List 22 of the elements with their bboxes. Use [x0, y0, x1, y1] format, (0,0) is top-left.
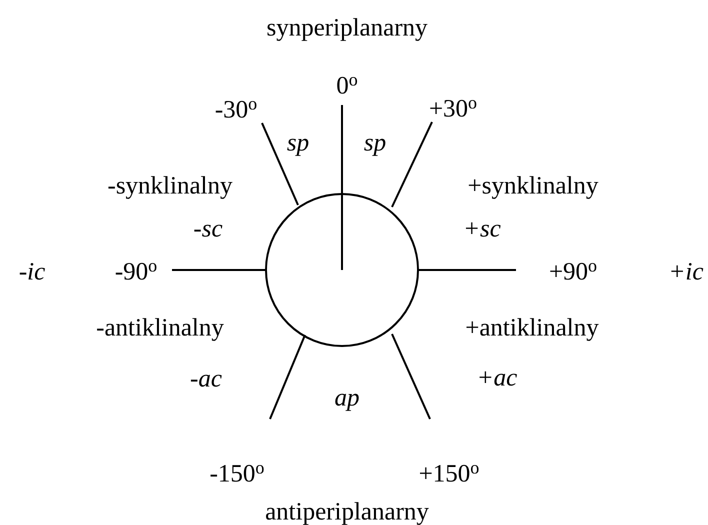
region-abbreviation: -ac	[190, 366, 222, 392]
region-abbreviation: sp	[364, 130, 386, 156]
region-name: antiperiplanarny	[265, 500, 429, 524]
region-abbreviation: +ic	[668, 260, 704, 284]
region-abbreviation: ap	[334, 386, 360, 410]
angle-label: -150$^{o}$	[210, 462, 264, 486]
angle-label: -30$^{o}$	[214, 98, 258, 122]
angle-label: 0$^{o}$	[336, 74, 358, 98]
region-name: +synklinalny	[468, 174, 598, 198]
region-abbreviation: sp	[286, 130, 310, 156]
angle-label: +90$^{o}$	[548, 260, 598, 284]
angle-label: +150$^{o}$	[418, 462, 480, 486]
region-abbreviation: -sc	[193, 216, 223, 242]
angle-label: +30$^{o}$	[428, 96, 478, 122]
angle-label: -90$^{o}$	[114, 260, 158, 284]
region-abbreviation: -ic	[18, 260, 46, 284]
region-abbreviation: +ac	[476, 366, 518, 390]
region-name: +antiklinalny	[465, 316, 599, 340]
region-abbreviation: +sc	[463, 216, 501, 242]
region-name: -synklinalny	[108, 174, 232, 198]
region-name: -antiklinalny	[96, 316, 224, 340]
region-name: synperiplanarny	[266, 16, 428, 40]
